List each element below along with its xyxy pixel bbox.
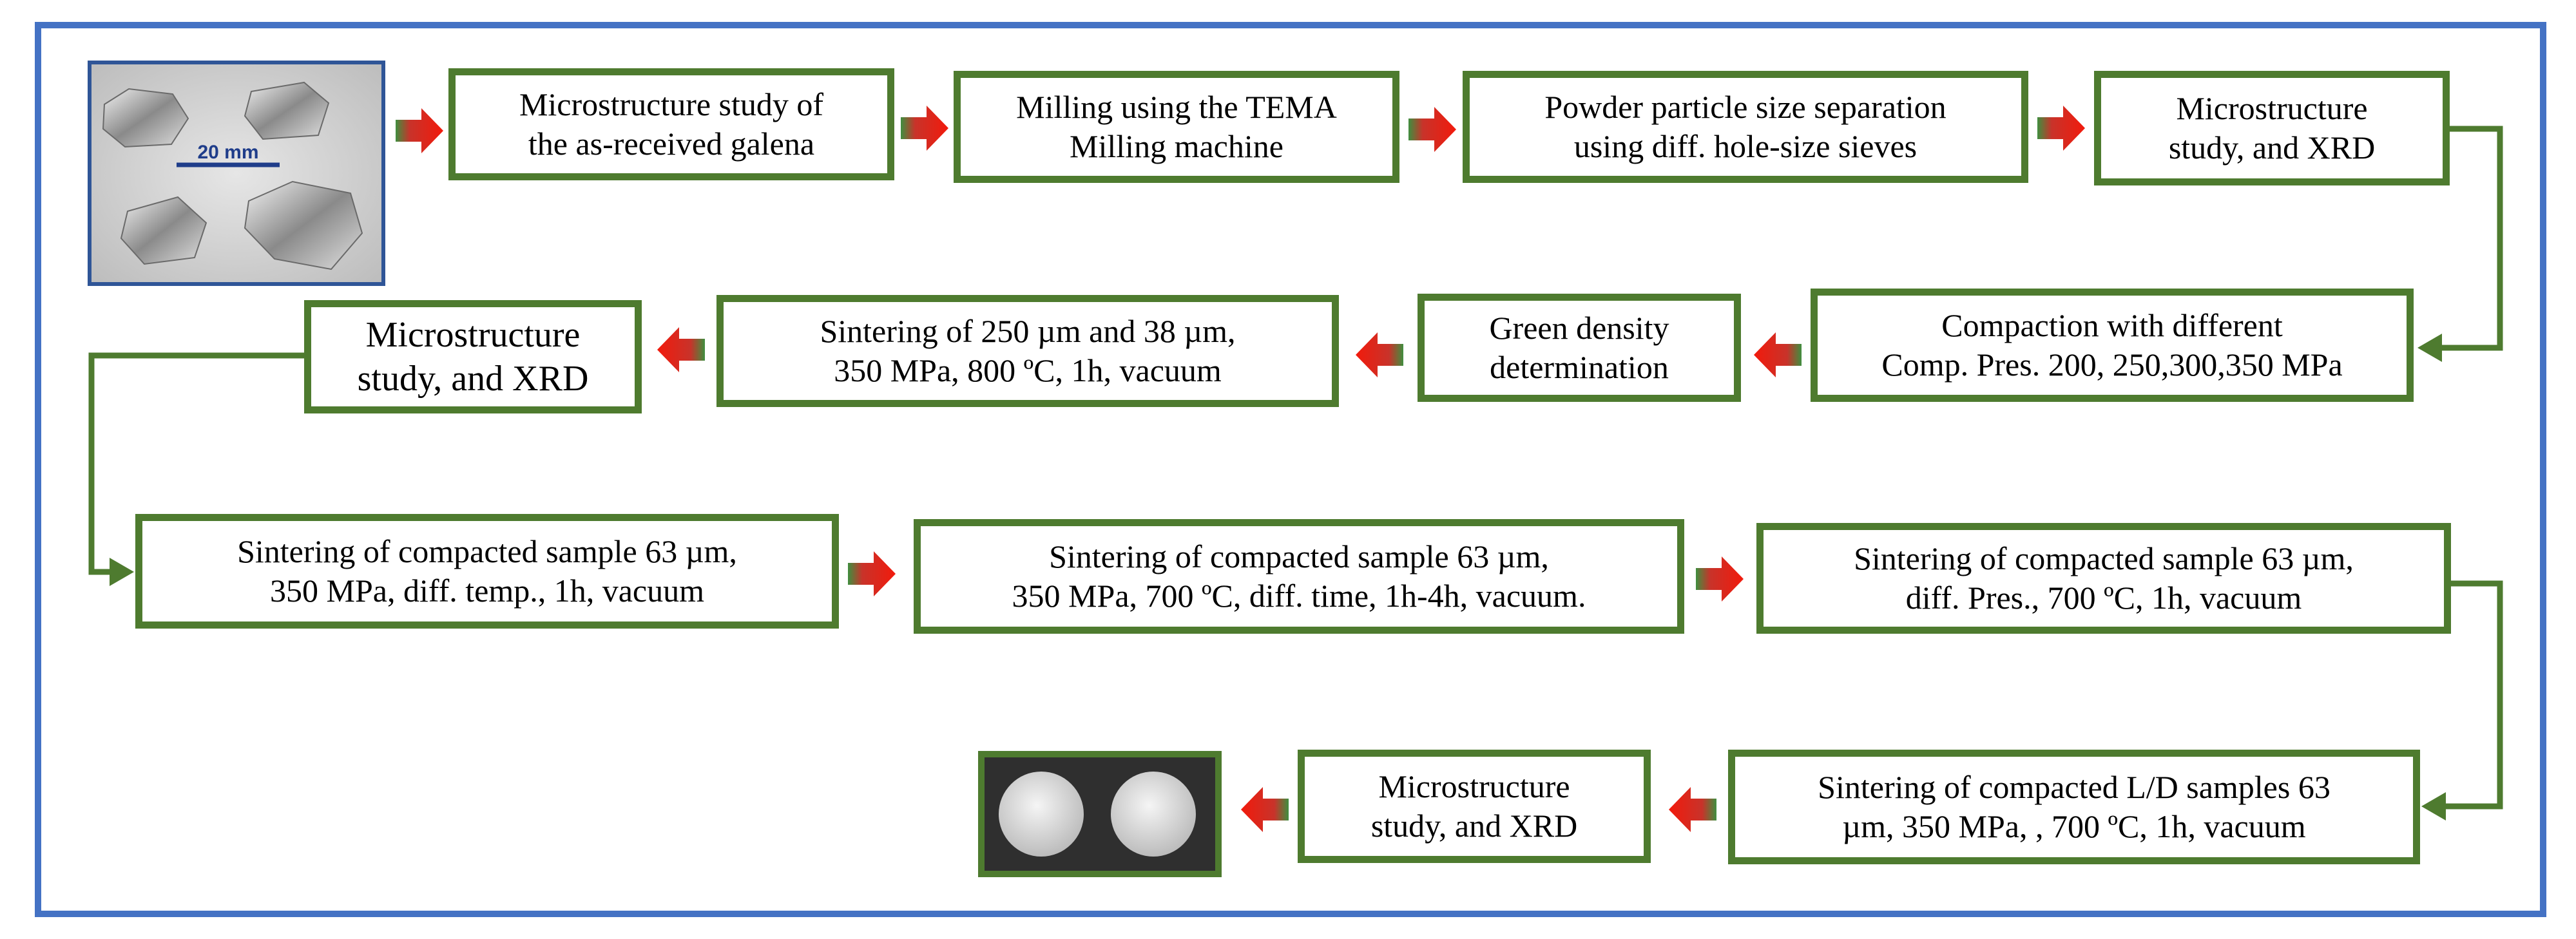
sintered-pellets-icon [985,757,1215,871]
step-microstructure-xrd-2: Microstructure study, and XRD [304,300,642,413]
arrow-left-icon [1669,787,1716,832]
elbow-connector [2436,126,2503,351]
elbow-connector [2439,580,2503,810]
step-sintering-diff-pres: Sintering of compacted sample 63 µm, dif… [1756,523,2451,634]
arrow-left-icon [1356,332,1403,377]
step-microstructure-xrd-3: Microstructure study, and XRD [1298,750,1651,863]
arrow-right-icon [848,551,896,596]
connector-arrowhead-icon [2417,334,2442,362]
step-compaction: Compaction with different Comp. Pres. 20… [1811,289,2414,402]
galena-photo: 20 mm [88,61,385,286]
step-sintering-250-38: Sintering of 250 µm and 38 µm, 350 MPa, … [716,295,1339,407]
arrow-right-icon [1696,556,1744,602]
galena-fragments-icon: 20 mm [91,64,381,282]
elbow-connector [88,352,304,575]
arrow-right-icon [2037,106,2085,151]
step-sieve-separation: Powder particle size separation using di… [1463,71,2028,183]
arrow-right-icon [901,106,948,151]
arrow-left-icon [657,327,705,372]
arrow-right-icon [1408,107,1456,152]
step-tema-milling: Milling using the TEMA Milling machine [954,71,1399,183]
step-green-density: Green density determination [1418,294,1741,402]
step-microstructure-xrd-1: Microstructure study, and XRD [2094,71,2450,185]
step-sintering-diff-time: Sintering of compacted sample 63 µm, 350… [914,519,1684,634]
step-sintering-diff-temp: Sintering of compacted sample 63 µm, 350… [135,514,839,629]
pellet-photo [978,751,1222,877]
step-as-received-microstructure: Microstructure study of the as-received … [448,68,894,180]
arrow-left-icon [1241,787,1289,832]
connector-arrowhead-icon [2421,792,2446,820]
arrow-left-icon [1754,332,1802,377]
connector-arrowhead-icon [110,558,134,586]
arrow-right-icon [396,108,443,153]
step-sintering-ld-samples: Sintering of compacted L/D samples 63 µm… [1728,750,2420,864]
figure-frame [35,22,2546,917]
scale-bar-label: 20 mm [197,142,258,163]
